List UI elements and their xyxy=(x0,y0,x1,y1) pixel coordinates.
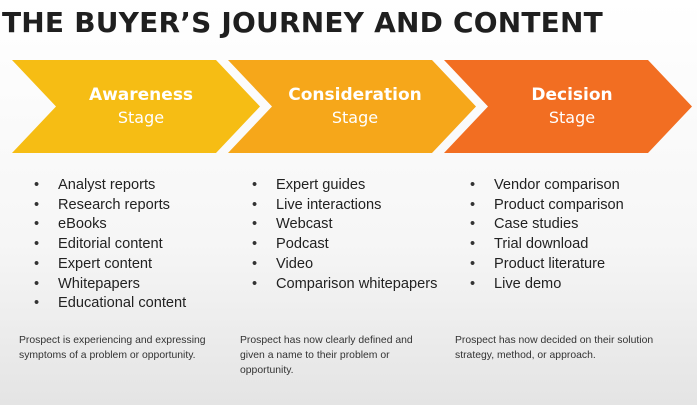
awareness-stage-chevron: Awareness Stage xyxy=(12,60,260,153)
list-item: Live interactions xyxy=(252,196,442,216)
decision-stage-chevron: Decision Stage xyxy=(444,60,692,153)
list-item: Analyst reports xyxy=(34,176,234,196)
stage-subtitle: Stage xyxy=(548,107,596,127)
decision-content-list: Vendor comparison Product comparison Cas… xyxy=(470,176,690,294)
decision-description: Prospect has now decided on their soluti… xyxy=(455,335,654,361)
list-item: Comparison whitepapers xyxy=(252,275,442,295)
page-title: THE BUYER’S JOURNEY AND CONTENT xyxy=(2,6,603,39)
list-item: Research reports xyxy=(34,196,234,216)
list-item: Video xyxy=(252,255,442,275)
awareness-content-list: Analyst reports Research reports eBooks … xyxy=(34,176,234,314)
stage-name: Consideration xyxy=(288,84,422,105)
list-item: eBooks xyxy=(34,215,234,235)
list-item: Vendor comparison xyxy=(470,176,690,196)
list-item: Live demo xyxy=(470,275,690,295)
consideration-content-list: Expert guides Live interactions Webcast … xyxy=(252,176,442,294)
awareness-description: Prospect is experiencing and expressing … xyxy=(19,335,206,361)
list-item: Educational content xyxy=(34,294,234,314)
consideration-description: Prospect has now clearly defined and giv… xyxy=(240,335,413,376)
list-item: Product literature xyxy=(470,255,690,275)
list-item: Webcast xyxy=(252,215,442,235)
stage-subtitle: Stage xyxy=(331,107,379,127)
list-item: Podcast xyxy=(252,235,442,255)
list-item: Editorial content xyxy=(34,235,234,255)
list-item: Expert content xyxy=(34,255,234,275)
list-item: Product comparison xyxy=(470,196,690,216)
list-item: Trial download xyxy=(470,235,690,255)
stage-subtitle: Stage xyxy=(117,107,165,127)
list-item: Expert guides xyxy=(252,176,442,196)
stage-name: Decision xyxy=(531,84,613,105)
list-item: Whitepapers xyxy=(34,275,234,295)
stage-name: Awareness xyxy=(88,84,194,105)
list-item: Case studies xyxy=(470,215,690,235)
consideration-stage-chevron: Consideration Stage xyxy=(228,60,476,153)
